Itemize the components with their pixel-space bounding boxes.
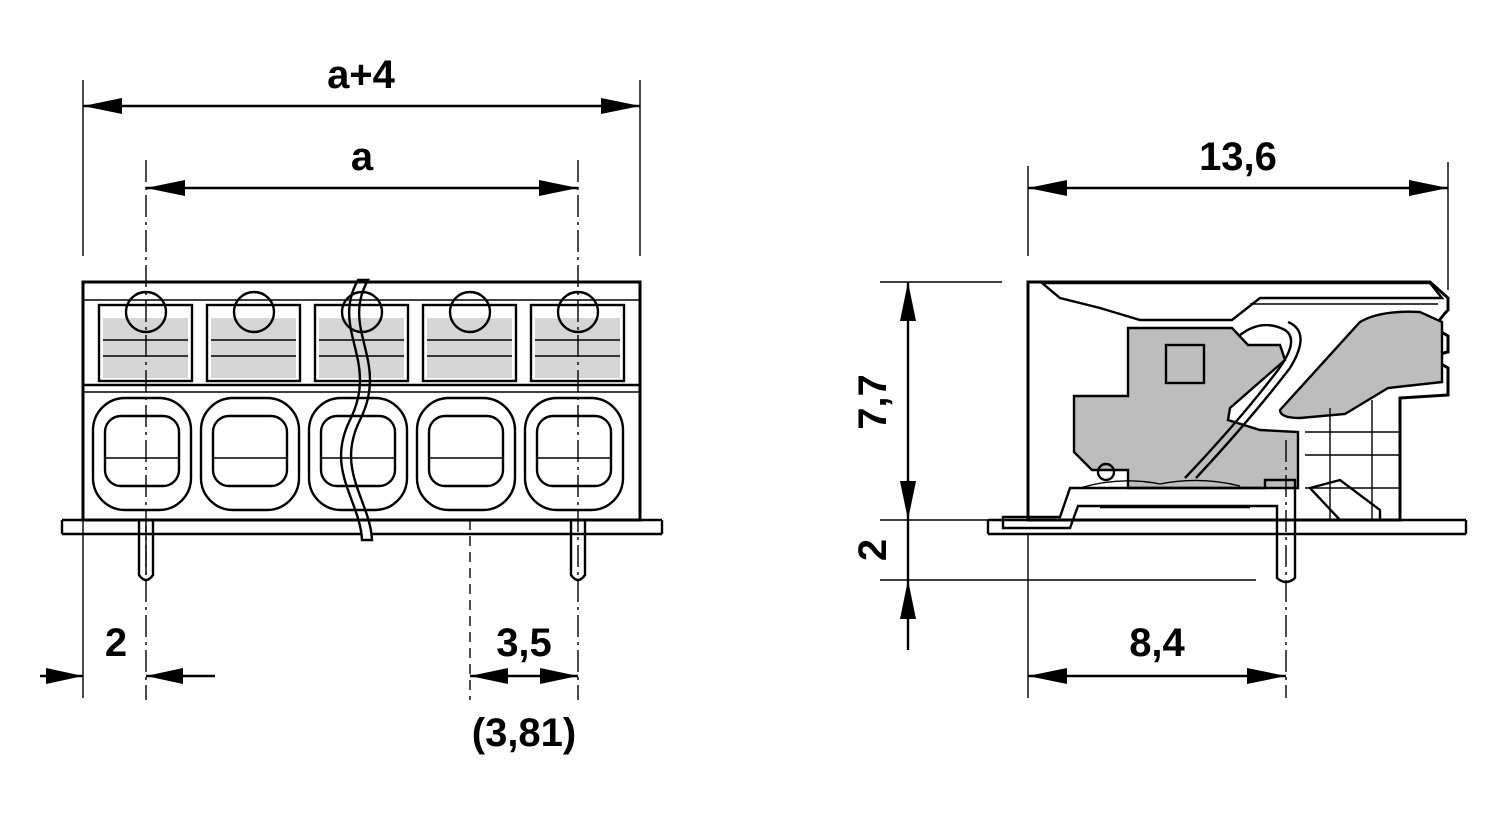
front-pins — [137, 520, 587, 582]
actuator-row — [97, 290, 626, 383]
dim-label-pitch-span: a — [351, 135, 374, 179]
front-view: a+4 a 2 3,5 (3,81) — [40, 53, 664, 755]
wire-entry — [415, 396, 517, 512]
contact-spring — [1072, 326, 1300, 490]
dim-depth: 13,6 — [1027, 135, 1449, 290]
dim-height: 7,7 — [851, 281, 1002, 521]
break-line — [339, 278, 374, 542]
side-pcb — [986, 505, 1468, 536]
wire-entry — [199, 396, 301, 512]
actuator-window — [205, 290, 302, 383]
wire-entry — [91, 396, 193, 512]
actuator-lever — [1278, 310, 1444, 420]
dim-label-overall-width: a+4 — [327, 53, 396, 97]
dim-label-edge-offset: 2 — [105, 621, 127, 665]
dim-pin-position: 8,4 — [1027, 440, 1287, 698]
actuator-window — [421, 290, 518, 383]
side-view: 13,6 7,7 2 8,4 — [851, 135, 1468, 698]
side-housing — [1026, 280, 1450, 522]
dim-label-pitch: 3,5 — [496, 621, 552, 665]
dim-label-pin-length: 2 — [851, 539, 895, 561]
dim-pitch: 3,5 (3,81) — [470, 621, 578, 755]
dim-label-height: 7,7 — [851, 374, 895, 430]
dim-pin-length: 2 — [851, 520, 1256, 650]
front-pcb — [60, 518, 664, 536]
dim-pitch-span: a — [146, 135, 578, 196]
dim-label-pitch-alt: (3,81) — [472, 711, 577, 755]
dim-label-pin-position: 8,4 — [1129, 621, 1185, 665]
dim-edge-offset: 2 — [40, 520, 215, 698]
front-housing — [81, 280, 642, 522]
solder-tail — [1001, 478, 1297, 584]
dim-label-depth: 13,6 — [1199, 135, 1277, 179]
dim-overall-width: a+4 — [82, 53, 641, 256]
wire-entry — [523, 396, 625, 512]
